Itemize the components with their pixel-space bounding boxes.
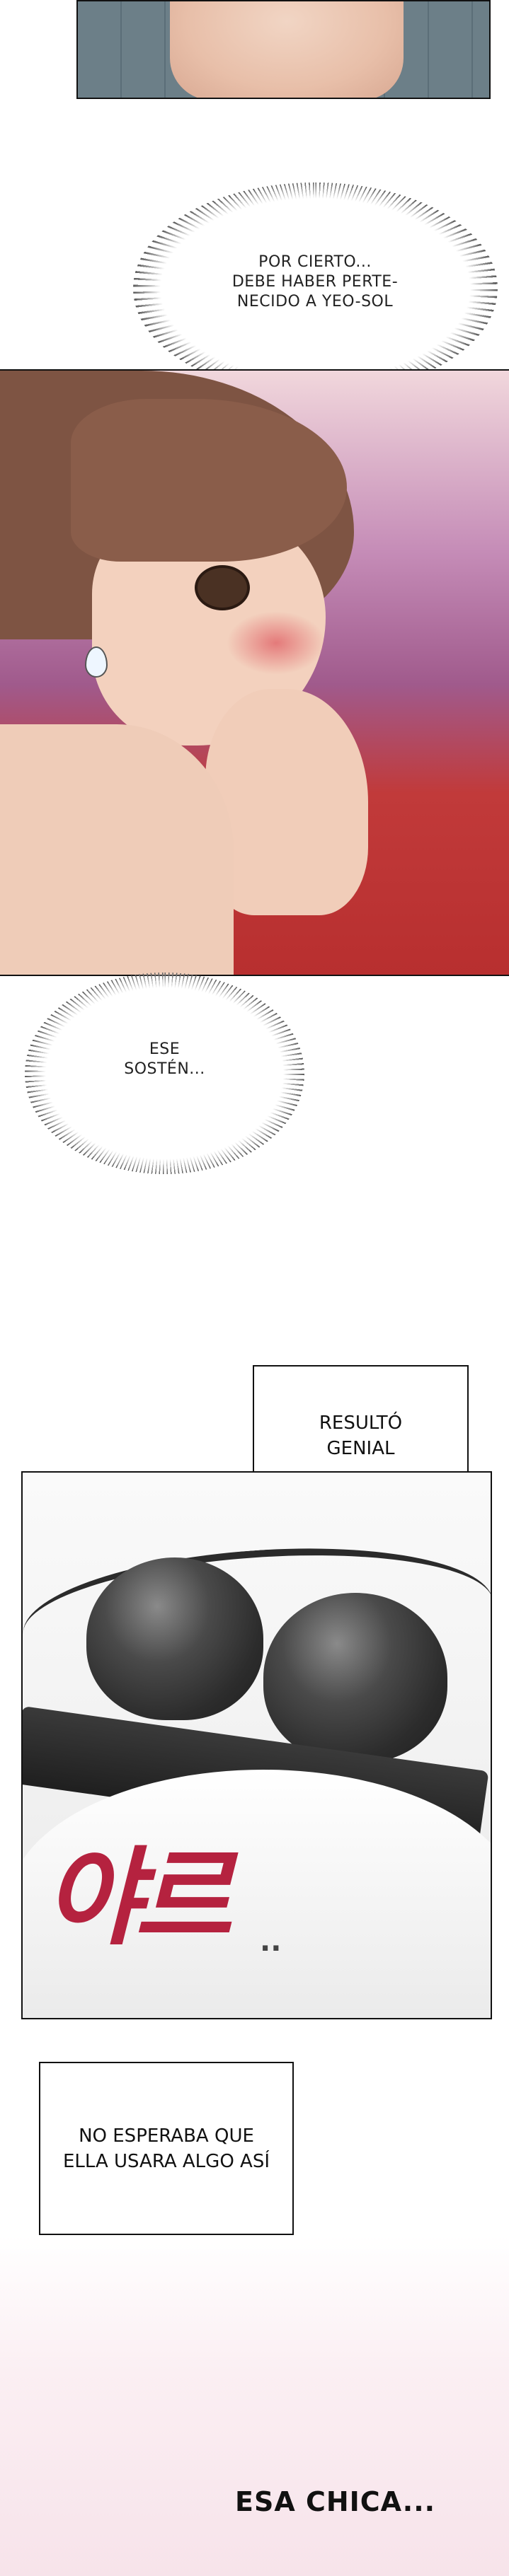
left-cup — [86, 1557, 263, 1720]
right-cup — [263, 1593, 447, 1763]
sound-effect-trail: .. — [260, 1925, 282, 1958]
character-panel — [0, 369, 509, 976]
torso — [0, 724, 234, 975]
thought-burst-1 — [133, 182, 498, 395]
fringe — [71, 399, 347, 562]
lingerie-panel: 야르 .. — [21, 1471, 492, 2019]
blush — [227, 611, 326, 675]
thought-burst-2-text: ESE SOSTÉN... — [124, 1040, 205, 1078]
figure-back — [170, 1, 404, 98]
thought-burst-1-text: POR CIERTO... DEBE HABER PERTE- NECIDO A… — [231, 253, 399, 311]
thought-burst-2 — [25, 973, 304, 1174]
bathroom-panel — [76, 0, 491, 99]
eye — [195, 565, 250, 610]
ending-text: ESA CHICA... — [235, 2486, 436, 2517]
sweat-drop — [85, 646, 108, 678]
bed-sheet — [23, 1770, 491, 2018]
sound-effect: 야르 — [44, 1835, 232, 1960]
pink-fade-background — [0, 2235, 509, 2576]
caption-box-2: NO ESPERABA QUE ELLA USARA ALGO ASÍ — [39, 2062, 294, 2235]
